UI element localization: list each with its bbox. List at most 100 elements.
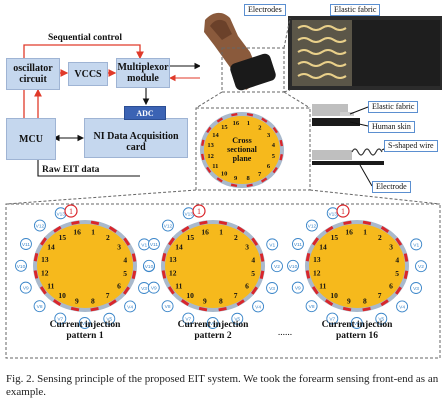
pattern-16-caption: Current injection pattern 16 bbox=[321, 320, 393, 341]
voltage-circle bbox=[15, 259, 27, 272]
voltage-circle bbox=[206, 317, 219, 329]
electrode-number: 7 bbox=[106, 291, 110, 300]
electrode-mark bbox=[305, 253, 311, 262]
voltage-label: V12 bbox=[36, 224, 45, 230]
voltage-circle bbox=[350, 317, 363, 329]
electrode-mark bbox=[216, 117, 224, 123]
electrode-number: 2 bbox=[258, 124, 261, 131]
electrode-mark bbox=[259, 253, 265, 262]
electrode-number: 15 bbox=[59, 233, 67, 242]
voltage-circle bbox=[266, 238, 279, 251]
electrode-mark bbox=[305, 270, 311, 279]
electrode-number: 9 bbox=[203, 296, 207, 305]
voltage-label: V4 bbox=[255, 304, 261, 310]
electrode-mark bbox=[70, 306, 80, 312]
electrode-mark bbox=[362, 220, 372, 226]
voltage-label: V10 bbox=[17, 264, 26, 270]
electrode-mark bbox=[279, 139, 284, 147]
electrode-mark bbox=[131, 253, 137, 262]
electrode-mark bbox=[131, 270, 137, 279]
voltage-circle bbox=[326, 312, 339, 325]
voltage-label: V3 bbox=[141, 286, 147, 292]
electrode-number: 4 bbox=[251, 255, 255, 264]
multiplexor-block: Multiplexor module bbox=[116, 58, 170, 88]
oscillator-block: oscillator circuit bbox=[6, 58, 60, 90]
current-source-label: 1 bbox=[197, 207, 201, 216]
electrode-mark bbox=[108, 299, 117, 307]
electrode-number: 14 bbox=[47, 242, 55, 251]
electrode-mark bbox=[161, 270, 167, 279]
electrode-mark bbox=[33, 270, 39, 279]
electrode-mark bbox=[168, 237, 176, 246]
electrode-number: 4 bbox=[395, 255, 399, 264]
pattern-1: 12345678910111213141516V1V2V3V4V5V6V7V8V… bbox=[15, 204, 155, 329]
electrode-mark bbox=[403, 270, 409, 279]
electrode-mark bbox=[251, 237, 259, 246]
voltage-circle bbox=[103, 312, 116, 325]
electrode-number: 11 bbox=[175, 281, 182, 290]
electrode-mark bbox=[380, 226, 390, 233]
electrode-label: Electrode bbox=[372, 181, 411, 193]
electrode-number: 1 bbox=[219, 228, 223, 237]
voltage-label: V6 bbox=[210, 321, 216, 327]
voltage-label: V11 bbox=[150, 242, 159, 248]
voltage-label: V6 bbox=[354, 321, 360, 327]
voltage-label: V8 bbox=[309, 304, 315, 310]
electrode-number: 10 bbox=[186, 291, 194, 300]
voltage-circle bbox=[305, 300, 318, 313]
electrode-number: 10 bbox=[221, 171, 228, 178]
electrode-number: 3 bbox=[245, 243, 249, 252]
voltage-label: V10 bbox=[289, 264, 298, 270]
electrode-number: 11 bbox=[212, 163, 218, 170]
voltage-circle bbox=[305, 219, 318, 232]
electrode-number: 8 bbox=[247, 175, 251, 182]
electrode-mark bbox=[200, 153, 205, 161]
electrode-mark bbox=[206, 126, 212, 134]
voltage-label: V1 bbox=[269, 242, 275, 248]
pattern-ellipse bbox=[305, 220, 409, 312]
voltage-circle bbox=[54, 312, 67, 325]
electrode-number: 6 bbox=[245, 282, 249, 291]
electrode-mark bbox=[324, 299, 334, 306]
current-source-icon bbox=[64, 204, 78, 218]
electrodes-label: Electrodes bbox=[244, 4, 286, 16]
voltage-label: V5 bbox=[234, 317, 240, 323]
raw-data-line bbox=[37, 160, 140, 177]
electrode-number: 11 bbox=[319, 281, 326, 290]
electrode-number: 2 bbox=[378, 233, 382, 242]
voltage-circle bbox=[19, 281, 32, 294]
electrode-number: 16 bbox=[233, 120, 240, 127]
electrode-number: 5 bbox=[395, 269, 399, 278]
electrode-mark bbox=[343, 220, 352, 226]
electrode-mark bbox=[108, 226, 118, 233]
electrode-number: 15 bbox=[221, 124, 228, 131]
electrode-number: 5 bbox=[251, 269, 255, 278]
s-wire-label: S-shaped wire bbox=[384, 140, 438, 152]
electrode-number: 3 bbox=[117, 243, 121, 252]
voltage-circle bbox=[410, 282, 422, 294]
electrode-number: 15 bbox=[331, 233, 339, 242]
electrode-number: 6 bbox=[389, 282, 393, 291]
voltage-label: V9 bbox=[295, 286, 301, 292]
electrode-number: 16 bbox=[73, 228, 81, 237]
voltage-label: V13 bbox=[328, 211, 337, 217]
electrode-mark bbox=[123, 237, 131, 246]
electrode-number: 16 bbox=[345, 228, 353, 237]
voltage-circle bbox=[20, 238, 32, 250]
voltage-circle bbox=[231, 312, 244, 325]
electrode-mark bbox=[122, 286, 130, 295]
electrode-number: 14 bbox=[175, 242, 183, 251]
electrode-number: 7 bbox=[258, 171, 262, 178]
electrode-number: 11 bbox=[47, 281, 54, 290]
electrode-mark bbox=[342, 306, 352, 312]
voltage-label: V2 bbox=[274, 264, 280, 270]
elastic-fabric-layer-label: Elastic fabric bbox=[368, 101, 419, 113]
voltage-label: V12 bbox=[164, 224, 173, 230]
electrode-mark bbox=[167, 286, 175, 295]
sequential-control-label: Sequential control bbox=[48, 33, 122, 43]
electrode-mark bbox=[181, 225, 190, 233]
electrode-mark bbox=[40, 237, 48, 246]
